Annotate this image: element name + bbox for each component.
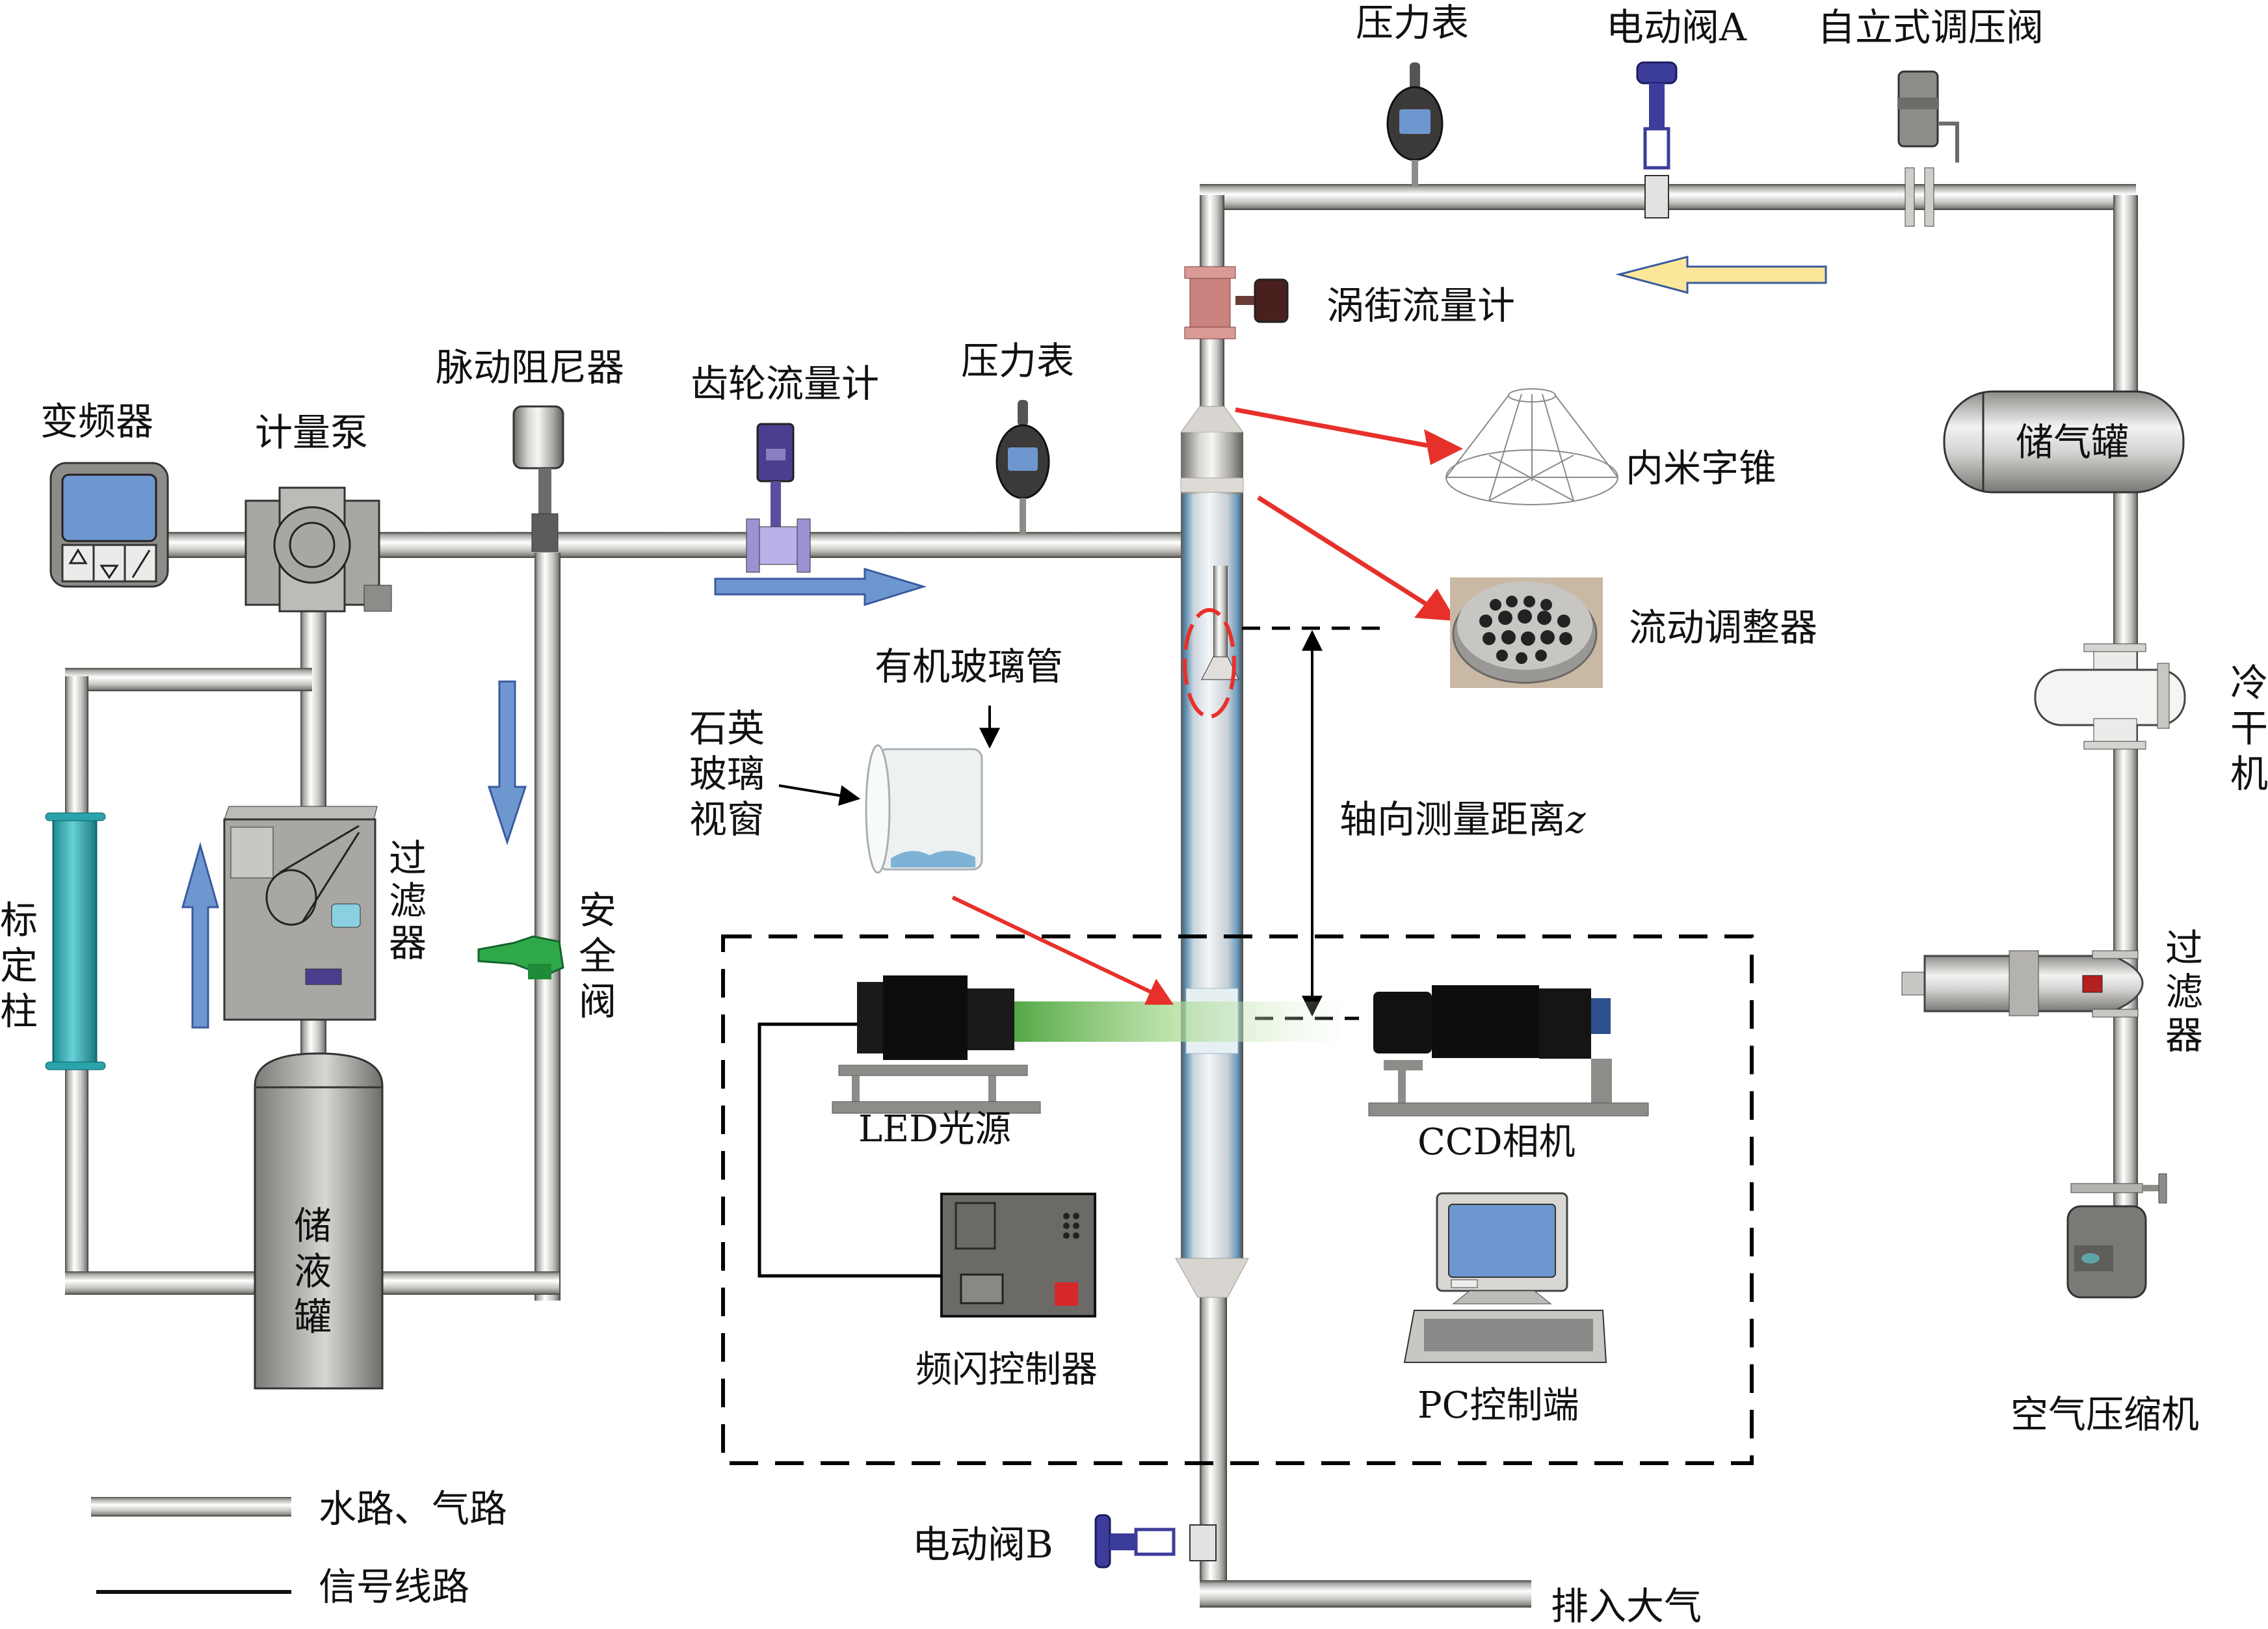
calibration-column-label-3: 柱 xyxy=(0,989,38,1033)
metering-pump[interactable] xyxy=(244,486,392,613)
signal-wire xyxy=(758,1022,942,1278)
inner-cone xyxy=(1201,656,1239,680)
calibration-column[interactable] xyxy=(45,812,106,1070)
legend-pipe-swatch xyxy=(91,1497,291,1516)
red-pointers xyxy=(951,407,1463,1005)
legend-pipe-label: 水路、气路 xyxy=(319,1487,507,1531)
cold-dryer[interactable] xyxy=(2034,643,2186,750)
air-compressor[interactable] xyxy=(2066,1173,2167,1299)
self-regulating-valve[interactable] xyxy=(1897,70,1959,227)
pipe-outlet-horizontal xyxy=(1200,1580,1531,1608)
flow-conditioner-label: 流动调整器 xyxy=(1629,605,1817,650)
exhaust-label: 排入大气 xyxy=(1551,1584,1702,1628)
ccd-camera-label: CCD相机 xyxy=(1418,1121,1576,1163)
legend: 水路、气路 信号线路 xyxy=(91,1487,507,1609)
liquid-tank-label-3: 罐 xyxy=(294,1295,332,1339)
column-top-cone xyxy=(1180,406,1244,433)
calibration-column-label-1: 标 xyxy=(0,898,38,942)
inverter-label: 变频器 xyxy=(40,399,153,444)
vortex-flowmeter[interactable] xyxy=(1184,266,1289,339)
pipe-bottom-right xyxy=(377,1271,559,1295)
column-body xyxy=(1181,494,1243,1258)
liquid-tank-label-1: 储 xyxy=(294,1204,332,1248)
plexiglass-tube-detail xyxy=(865,744,983,874)
water-flow-arrow-down xyxy=(487,680,527,845)
gear-flowmeter[interactable] xyxy=(746,423,811,573)
triangle-up-minus-icon[interactable] xyxy=(68,548,88,564)
strobe-controller[interactable] xyxy=(940,1193,1096,1318)
metering-pump-label: 计量泵 xyxy=(255,410,368,455)
plexiglass-tube-label: 有机玻璃管 xyxy=(875,644,1063,689)
cold-dryer-label-1: 冷 xyxy=(2230,661,2268,705)
test-column xyxy=(1175,406,1249,1298)
air-filter-label-2: 滤 xyxy=(2165,970,2203,1014)
quartz-window-label-2: 玻璃 xyxy=(689,752,765,796)
pc-controller[interactable] xyxy=(1403,1192,1607,1363)
water-filter[interactable] xyxy=(223,806,378,1021)
electric-valve-b-label: 电动阀B xyxy=(912,1522,1053,1567)
electric-valve-a-label: 电动阀A xyxy=(1606,5,1747,49)
gas-tank-label: 储气罐 xyxy=(2016,420,2129,464)
liquid-tank-label-2: 液 xyxy=(294,1249,332,1293)
inverter[interactable] xyxy=(49,462,169,588)
strobe-controller-label: 频闪控制器 xyxy=(916,1349,1098,1391)
water-flow-arrow-up xyxy=(181,841,219,1029)
vortex-flowmeter-label: 涡街流量计 xyxy=(1326,284,1515,328)
slash-icon[interactable] xyxy=(131,550,151,578)
led-light-source[interactable] xyxy=(832,975,1041,1114)
air-compressor-label: 空气压缩机 xyxy=(2011,1392,2199,1437)
legend-signal-label: 信号线路 xyxy=(319,1565,469,1609)
safety-valve-label-1: 安 xyxy=(579,888,616,933)
electric-valve-a[interactable] xyxy=(1636,61,1678,219)
axial-distance-label: 轴向测量距离z xyxy=(1339,797,1586,841)
inner-cross-cone-label: 内米字锥 xyxy=(1626,446,1776,490)
pulsation-damper-label: 脉动阻尼器 xyxy=(436,345,624,390)
column-flange xyxy=(1180,477,1244,493)
liquid-storage-tank[interactable] xyxy=(254,1052,384,1390)
pressure-gauge-water[interactable] xyxy=(996,400,1050,534)
led-light-label: LED光源 xyxy=(858,1108,1011,1150)
gas-storage-tank[interactable] xyxy=(1943,390,2185,494)
air-filter-label-3: 器 xyxy=(2165,1013,2203,1057)
pulsation-damper[interactable] xyxy=(512,405,564,552)
pipe-bypass-down xyxy=(534,553,560,1301)
gear-flowmeter-label: 齿轮流量计 xyxy=(691,362,879,406)
safety-valve[interactable] xyxy=(477,935,564,979)
measurement-system-box xyxy=(721,934,1754,1465)
pressure-gauge-air[interactable] xyxy=(1386,62,1444,186)
calibration-column-label-2: 定 xyxy=(0,944,38,988)
safety-valve-label-3: 阀 xyxy=(579,979,616,1024)
pressure-gauge-water-label: 压力表 xyxy=(961,339,1074,383)
air-flow-arrow-left xyxy=(1615,256,1827,294)
safety-valve-label-2: 全 xyxy=(579,934,616,978)
water-flow-arrow-right xyxy=(714,567,927,607)
light-beam xyxy=(1014,1001,1339,1042)
quartz-window-label-3: 视窗 xyxy=(689,797,765,841)
highlight-circle xyxy=(1183,608,1236,719)
flow-conditioner-illustration xyxy=(1450,577,1603,688)
air-filter[interactable] xyxy=(1901,950,2144,1018)
pressure-gauge-air-label: 压力表 xyxy=(1356,1,1469,45)
electric-valve-b[interactable] xyxy=(1094,1514,1217,1569)
water-filter-label-2: 滤 xyxy=(389,879,427,923)
pipe-left-top xyxy=(65,668,312,691)
self-regulating-valve-label: 自立式调压阀 xyxy=(1817,5,2044,49)
water-filter-label-1: 过 xyxy=(389,836,427,881)
inner-injector-pipe xyxy=(1213,566,1228,657)
pc-controller-label: PC控制端 xyxy=(1418,1384,1579,1427)
minus-triangle-down-icon[interactable] xyxy=(99,564,119,579)
inner-cross-cone-illustration xyxy=(1445,388,1618,505)
air-filter-label-1: 过 xyxy=(2165,926,2203,970)
quartz-window-label-1: 石英 xyxy=(689,706,765,750)
ccd-camera[interactable] xyxy=(1368,985,1649,1117)
pointer-quartz xyxy=(778,784,861,806)
column-bottom-cone xyxy=(1175,1258,1249,1298)
axial-distance-marker: 轴向测量距离z xyxy=(1242,626,1586,1020)
cold-dryer-label-2: 干 xyxy=(2230,706,2268,750)
water-filter-label-3: 器 xyxy=(389,921,427,965)
cold-dryer-label-3: 机 xyxy=(2230,752,2268,796)
